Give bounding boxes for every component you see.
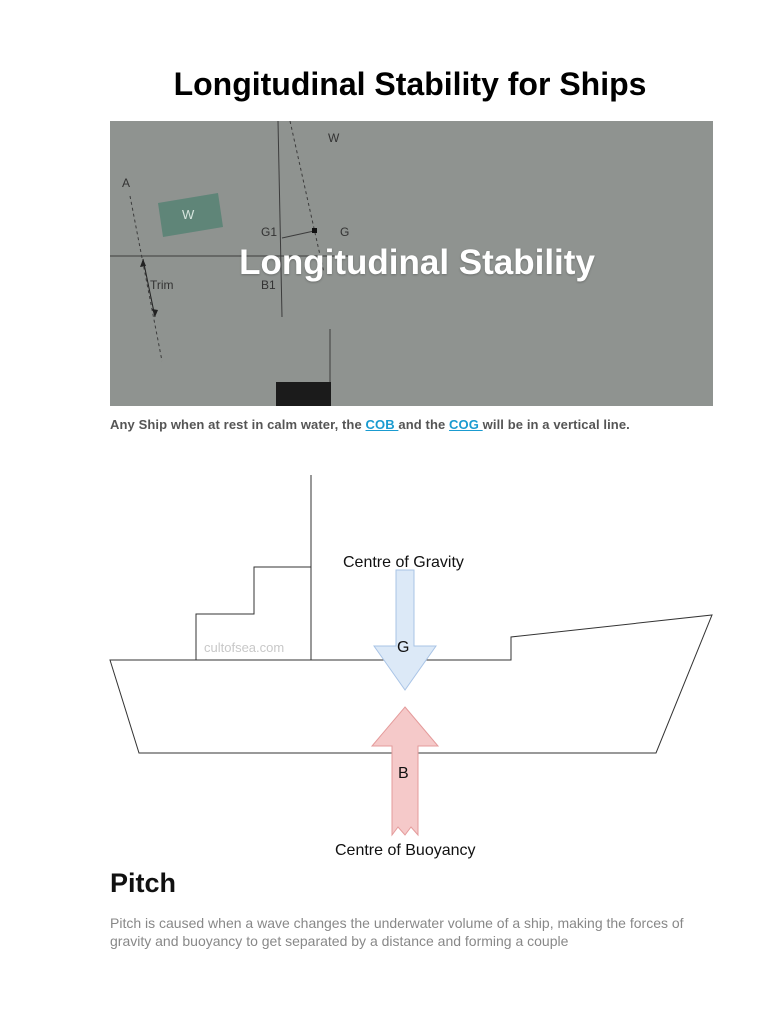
intro-text-1: Any Ship when at rest in calm water, the <box>110 417 366 432</box>
label-g: G <box>397 639 409 656</box>
vertical-line <box>277 121 283 318</box>
cog-link[interactable]: COG <box>449 417 483 432</box>
hero-diagram: W A W G1 G B1 Trim <box>110 121 350 406</box>
superstructure-outline <box>195 566 311 660</box>
trim-dashed-line <box>129 195 163 362</box>
ship-stability-diagram: cultofsea.com Centre of Gravity G B Cent… <box>109 475 713 859</box>
g-point <box>312 228 317 233</box>
label-w-top: W <box>328 131 340 145</box>
label-b1: B1 <box>261 278 276 292</box>
watermark-text: cultofsea.com <box>204 640 284 655</box>
pitch-paragraph: Pitch is caused when a wave changes the … <box>110 915 684 949</box>
hero-caption: Longitudinal Stability <box>239 243 595 282</box>
trim-arrow-head-top <box>140 259 146 267</box>
label-b: B <box>398 765 409 782</box>
label-trim: Trim <box>150 278 174 292</box>
page-title: Longitudinal Stability for Ships <box>173 66 647 102</box>
buoyancy-arrow <box>370 706 440 837</box>
dark-block <box>276 382 331 406</box>
ship-hull-outline <box>109 614 713 754</box>
label-centre-of-gravity: Centre of Gravity <box>343 554 464 571</box>
trim-arrow <box>142 258 156 318</box>
cob-link[interactable]: COB <box>365 417 399 432</box>
intro-text-2: and the <box>398 417 450 432</box>
g-g1-line <box>281 230 315 239</box>
hero-image-longitudinal-stability: W A W G1 G B1 Trim Longitudinal Stabilit… <box>110 121 713 406</box>
intro-paragraph: Any Ship when at rest in calm water, the… <box>110 417 710 433</box>
gravity-arrow <box>373 569 437 691</box>
trim-arrow-head-bottom <box>152 309 158 317</box>
label-w-box: W <box>182 207 195 222</box>
weight-box <box>158 193 223 237</box>
section-heading-pitch: Pitch <box>110 868 177 898</box>
intro-text-3: will be in a vertical line. <box>482 417 630 432</box>
label-g1: G1 <box>261 225 277 239</box>
label-a: A <box>122 176 130 190</box>
label-g: G <box>340 225 349 239</box>
inclined-line <box>289 121 325 274</box>
label-centre-of-buoyancy: Centre of Buoyancy <box>335 842 476 859</box>
